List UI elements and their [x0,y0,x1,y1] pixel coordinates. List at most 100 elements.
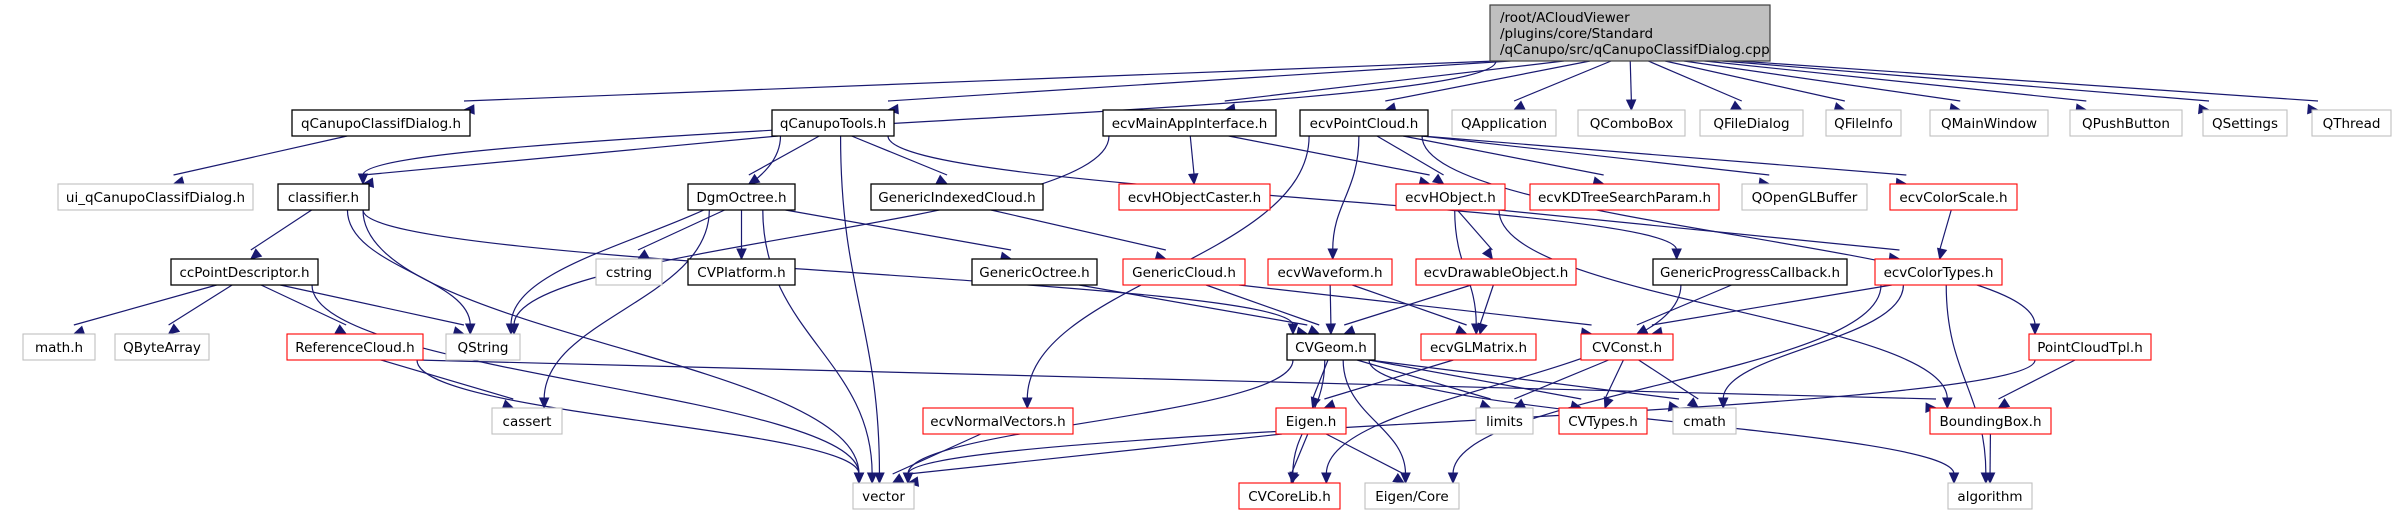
arrowhead-icon [1730,100,1743,111]
node-genericindexedcloud-h[interactable]: GenericIndexedCloud.h [870,183,1044,211]
node-box [277,183,370,211]
node-cvcorelib-h[interactable]: CVCoreLib.h [1238,482,1341,510]
node-box [2202,109,2288,137]
node-box [1286,333,1376,361]
edge-classifier_h-to-vector [362,209,865,485]
edge-line [1368,359,1955,475]
node-label: QByteArray [123,340,201,356]
arrowhead-icon [853,472,865,485]
edge-ecvMainAppInterface_h-to-QString [508,135,1110,336]
node-box [1102,109,1277,137]
node-label: CVConst.h [1592,340,1662,356]
node-genericcloud-h[interactable]: GenericCloud.h [1122,258,1246,286]
node-box [1929,407,2052,435]
node-label: GenericProgressCallback.h [1660,265,1840,281]
node-cvplatform-h[interactable]: CVPlatform.h [687,258,796,286]
arrowhead-icon [1997,397,2011,409]
node-ecvmainappinterface-h[interactable]: ecvMainAppInterface.h [1102,109,1277,137]
edge-line [1638,359,1699,400]
edge-line [1342,359,1407,475]
node-label: ecvDrawableObject.h [1424,265,1569,281]
node-label: ecvHObject.h [1405,190,1496,206]
edge-line [1604,359,1624,400]
node-vector: vector [852,482,915,510]
edge-PointCloudTpl_h-to-BoundingBox_h [1997,359,2076,409]
node-eigen-h[interactable]: Eigen.h [1275,407,1347,435]
node-ecvcolorscale-h[interactable]: ecvColorScale.h [1889,183,2018,211]
node-label: algorithm [1957,489,2022,505]
edge-CVConst_h-to-cmath [1638,359,1700,409]
node-label: cassert [503,414,552,430]
node-ecvcolortypes-h[interactable]: ecvColorTypes.h [1874,258,2003,286]
node-ecvnormalvectors-h[interactable]: ecvNormalVectors.h [922,407,1074,435]
node-qcanupotools-h[interactable]: qCanupoTools.h [771,109,895,137]
node-qcombobox: QComboBox [1577,109,1686,137]
node-ecvwaveform-h[interactable]: ecvWaveform.h [1267,258,1393,286]
edge-line [168,284,233,326]
node-boundingbox-h[interactable]: BoundingBox.h [1929,407,2052,435]
edge-root-to-classifier_h [357,60,1497,186]
edge-ccPointDescriptor_h-to-vector [311,284,865,485]
node-ecvpointcloud-h[interactable]: ecvPointCloud.h [1299,109,1429,137]
arrowhead-icon [1936,247,1948,261]
node-genericprogresscallback-h[interactable]: GenericProgressCallback.h [1652,258,1848,286]
node-cvtypes-h[interactable]: CVTypes.h [1558,407,1648,435]
node-label: QString [458,340,509,356]
edge-CVGeom_h-to-algorithm [1368,359,1960,485]
edge-line [260,284,347,326]
node-box [2311,109,2392,137]
arrowhead-icon [1481,247,1494,260]
node-label: QPushButton [2082,116,2170,132]
node-label: ccPointDescriptor.h [179,265,309,281]
edge-ecvPointCloud_h-to-ecvWaveform_h [1327,135,1360,261]
edge-line [990,209,1166,251]
node-box [1577,109,1686,137]
node-cvconst-h[interactable]: CVConst.h [1580,333,1674,361]
node-box [1929,109,2049,137]
edge-line [1421,135,1907,176]
node-ecvglmatrix-h[interactable]: ecvGLMatrix.h [1420,333,1537,361]
node-cvgeom-h[interactable]: CVGeom.h [1286,333,1376,361]
node-label: QFileInfo [1834,116,1893,132]
node-classifier-h[interactable]: classifier.h [277,183,370,211]
edge-line [1238,284,1592,326]
edge-root-to-qCanupoTools_h [886,60,1511,115]
edge-ecvColorTypes_h-to-Eigen_Core [1447,284,1882,485]
arrowhead-icon [1717,397,1729,410]
arrowhead-icon [538,397,550,410]
edge-line [362,209,860,475]
edge-line [362,60,1497,176]
node-ecvhobjectcaster-h[interactable]: ecvHObjectCaster.h [1118,183,1271,211]
edge-line [1078,284,1308,326]
edge-line [1356,359,1491,400]
edge-line [1324,359,1454,400]
arrowhead-icon [1942,397,1953,410]
edge-ecvMainAppInterface_h-to-ecvHObjectCaster_h [1188,135,1199,186]
edge-ecvHObject_h-to-BoundingBox_h [1498,209,1953,410]
node-label: CVCoreLib.h [1248,489,1331,505]
edge-line [1421,135,1770,176]
edge-line [1629,60,1632,102]
node-pointcloudtpl-h[interactable]: PointCloudTpl.h [2028,333,2152,361]
node-qcanupoclassifdialog-h[interactable]: qCanupoClassifDialog.h [291,109,471,137]
edge-line [1664,60,1845,102]
node-ecvdrawableobject-h[interactable]: ecvDrawableObject.h [1415,258,1577,286]
node-genericoctree-h[interactable]: GenericOctree.h [971,258,1098,286]
node-ecvhobject-h[interactable]: ecvHObject.h [1395,183,1506,211]
edge-ecvHObject_h-to-ecvDrawableObject_h [1456,209,1494,260]
node-box [771,109,895,137]
edge-line [1329,284,1332,326]
node-ecvkdtreesearchparam-h[interactable]: ecvKDTreeSearchParam.h [1529,183,1720,211]
node-dgmoctree-h[interactable]: DgmOctree.h [687,183,796,211]
node-referencecloud-h[interactable]: ReferenceCloud.h [286,333,424,361]
node-box [57,183,254,211]
arrowhead-icon [874,472,885,485]
edge-ecvDrawableObject_h-to-CVGeom_h [1343,284,1472,336]
node-ccpointdescriptor-h[interactable]: ccPointDescriptor.h [170,258,319,286]
edge-classifier_h-to-ccPointDescriptor_h [249,209,312,260]
node-label: PointCloudTpl.h [2037,340,2143,356]
edge-line [362,209,1294,326]
edge-classifier_h-to-QString [346,209,476,336]
edge-line [1514,359,1609,400]
node-qbytearray: QByteArray [114,333,210,361]
